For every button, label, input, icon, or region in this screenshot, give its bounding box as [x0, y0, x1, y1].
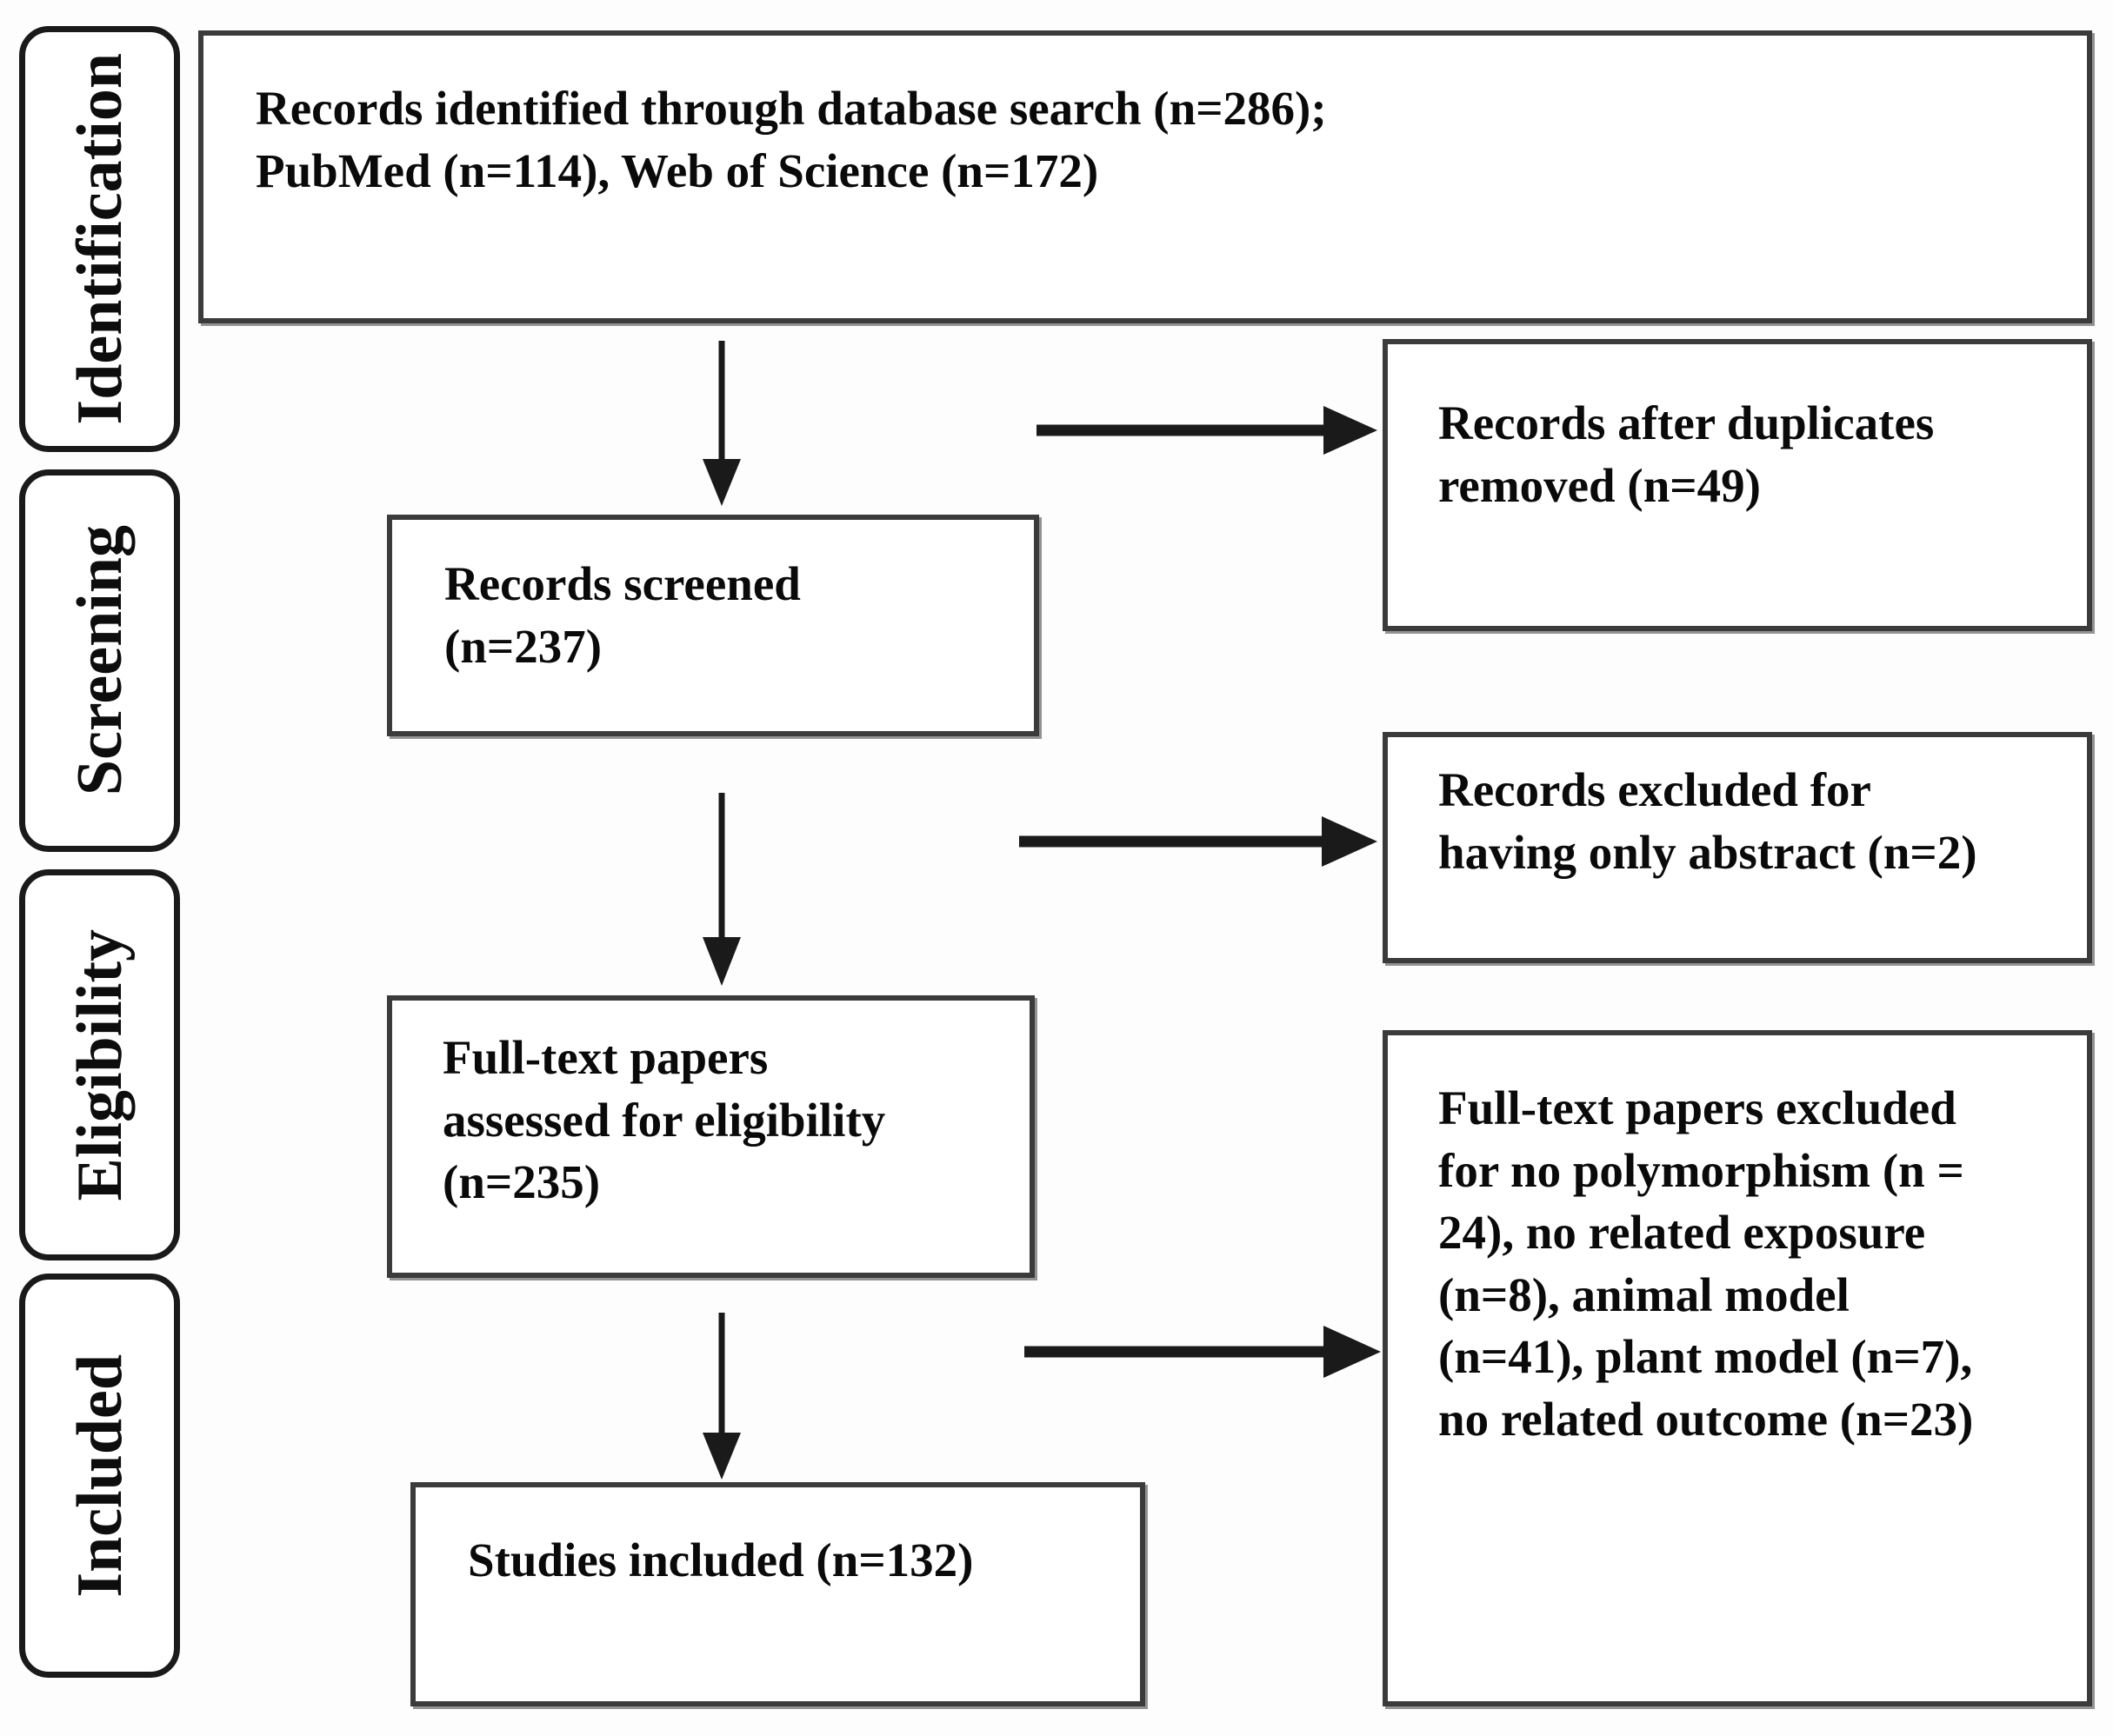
box-records-screened-text: Records screened (n=237)	[444, 557, 801, 673]
stage-pill-included: Included	[19, 1274, 180, 1678]
arrow-down-identified-to-screened	[703, 341, 741, 506]
stage-label-eligibility: Eligibility	[63, 928, 136, 1201]
stage-pill-identification: Identification	[19, 26, 180, 452]
box-full-text-papers-excluded: Full-text papers excluded for no polymor…	[1383, 1030, 2092, 1706]
stage-label-screening: Screening	[63, 525, 136, 796]
arrow-down-screened-to-fulltext	[703, 793, 741, 986]
arrow-right-to-fulltext-excluded	[1024, 1326, 1381, 1378]
stage-label-identification: Identification	[63, 53, 136, 425]
box-full-text-papers-excluded-text: Full-text papers excluded for no polymor…	[1438, 1081, 1974, 1446]
box-records-identified: Records identified through database sear…	[198, 30, 2092, 323]
arrow-right-to-duplicates-removed	[1037, 406, 1377, 455]
box-records-after-duplicates-removed: Records after duplicates removed (n=49)	[1383, 339, 2092, 631]
box-records-identified-text: Records identified through database sear…	[256, 82, 1327, 197]
arrow-right-to-excluded-abstract	[1019, 816, 1377, 867]
stage-label-included: Included	[63, 1354, 136, 1598]
arrow-down-fulltext-to-included	[703, 1313, 741, 1480]
box-full-text-papers-assessed-text: Full-text papers assessed for eligibilit…	[443, 1031, 886, 1208]
box-studies-included-text: Studies included (n=132)	[468, 1533, 974, 1586]
box-full-text-papers-assessed: Full-text papers assessed for eligibilit…	[387, 995, 1035, 1278]
stage-pill-screening: Screening	[19, 469, 180, 852]
stage-pill-eligibility: Eligibility	[19, 869, 180, 1260]
box-records-excluded-abstract-only-text: Records excluded for having only abstrac…	[1438, 763, 1977, 879]
box-records-after-duplicates-removed-text: Records after duplicates removed (n=49)	[1438, 396, 1935, 512]
box-studies-included: Studies included (n=132)	[410, 1482, 1145, 1706]
box-records-excluded-abstract-only: Records excluded for having only abstrac…	[1383, 732, 2092, 963]
box-records-screened: Records screened (n=237)	[387, 515, 1039, 736]
